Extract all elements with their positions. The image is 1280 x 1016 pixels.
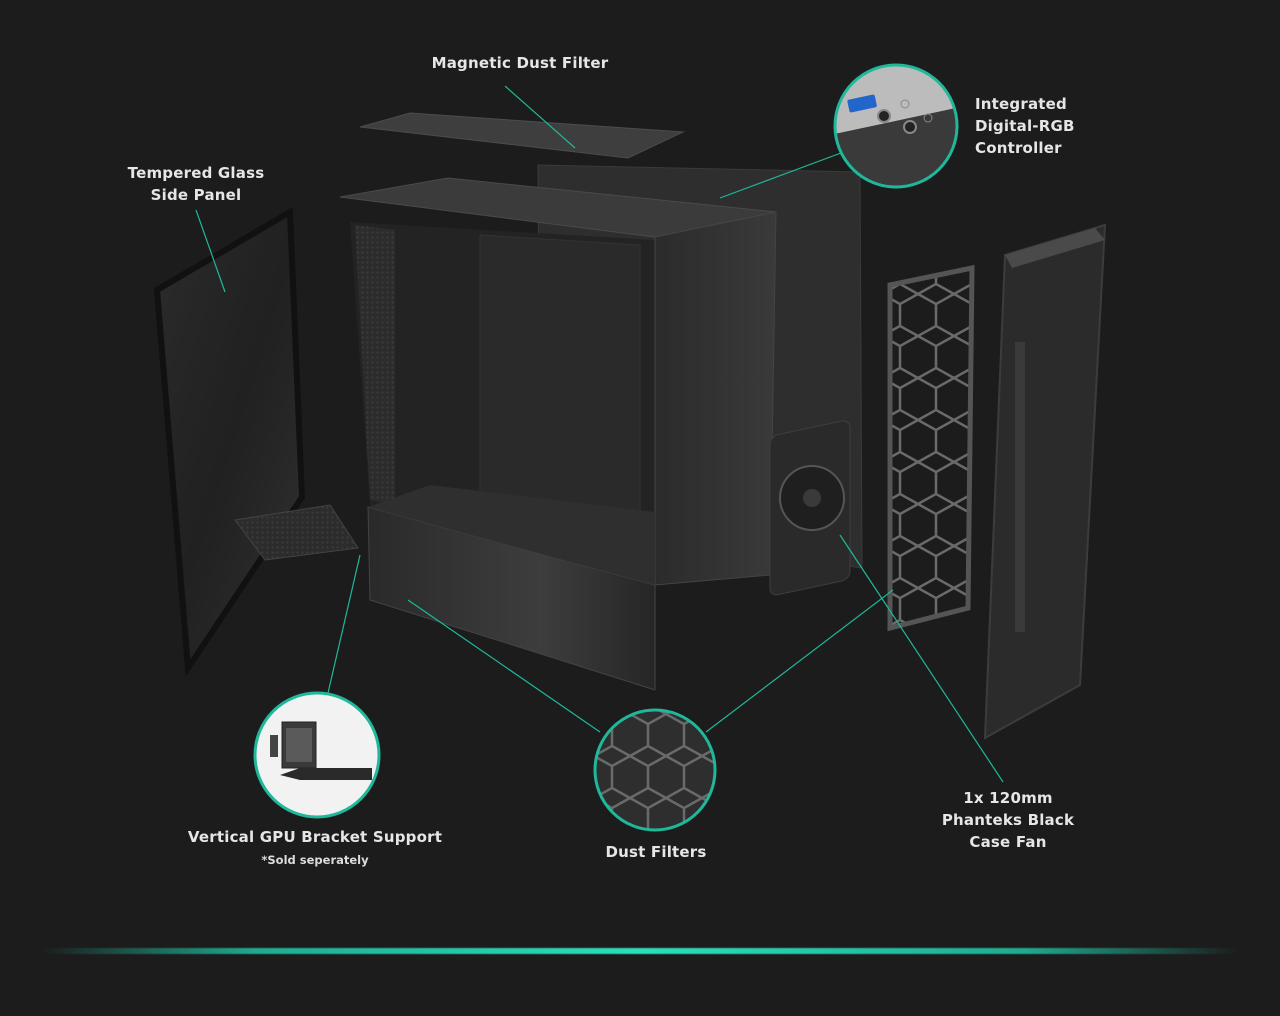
case-shroud-top xyxy=(368,485,655,585)
tempered-glass-label: Tempered Glass Side Panel xyxy=(128,162,265,206)
case-fan-line3: Case Fan xyxy=(969,833,1047,851)
tempered-glass-line2: Side Panel xyxy=(150,186,242,204)
psu-dust-filter xyxy=(234,504,359,561)
dust-filters-label: Dust Filters xyxy=(605,843,707,861)
tempered-glass-panel xyxy=(153,206,306,677)
case-right-side xyxy=(654,211,777,586)
case-fan-graphic xyxy=(769,420,851,596)
rgb-controller-line1: Integrated xyxy=(975,95,1067,113)
accent-glow-bar xyxy=(40,948,1240,954)
front-panel-light-strip xyxy=(1015,342,1025,632)
case-fan-line1: 1x 120mm xyxy=(963,789,1053,807)
dust-filter-zoom xyxy=(593,708,717,832)
gpu-bracket-zoom xyxy=(253,691,381,819)
rgb-controller-line2: Digital-RGB xyxy=(975,117,1075,135)
front-dust-filter-panel xyxy=(887,264,975,632)
gpu-bracket-label: Vertical GPU Bracket Support xyxy=(187,828,443,846)
front-panel xyxy=(983,223,1107,740)
leader-lines xyxy=(195,85,1004,783)
gpu-bracket-note: *Sold seperately xyxy=(261,853,369,867)
case-shroud-front xyxy=(367,506,656,691)
case-rear-bracket xyxy=(355,225,395,505)
magnetic-dust-filter-label: Magnetic Dust Filter xyxy=(431,54,609,72)
front-panel-top xyxy=(1005,228,1105,268)
magnetic-dust-filter-panel xyxy=(359,112,685,159)
tempered-glass-line1: Tempered Glass xyxy=(127,164,265,182)
rgb-controller-zoom xyxy=(833,63,959,189)
case-fan-line2: Phanteks Black xyxy=(941,811,1075,829)
rgb-controller-label: Integrated Digital-RGB Controller xyxy=(975,93,1075,159)
rgb-controller-line3: Controller xyxy=(975,139,1062,157)
case-fan-label: 1x 120mm Phanteks Black Case Fan xyxy=(942,787,1074,853)
